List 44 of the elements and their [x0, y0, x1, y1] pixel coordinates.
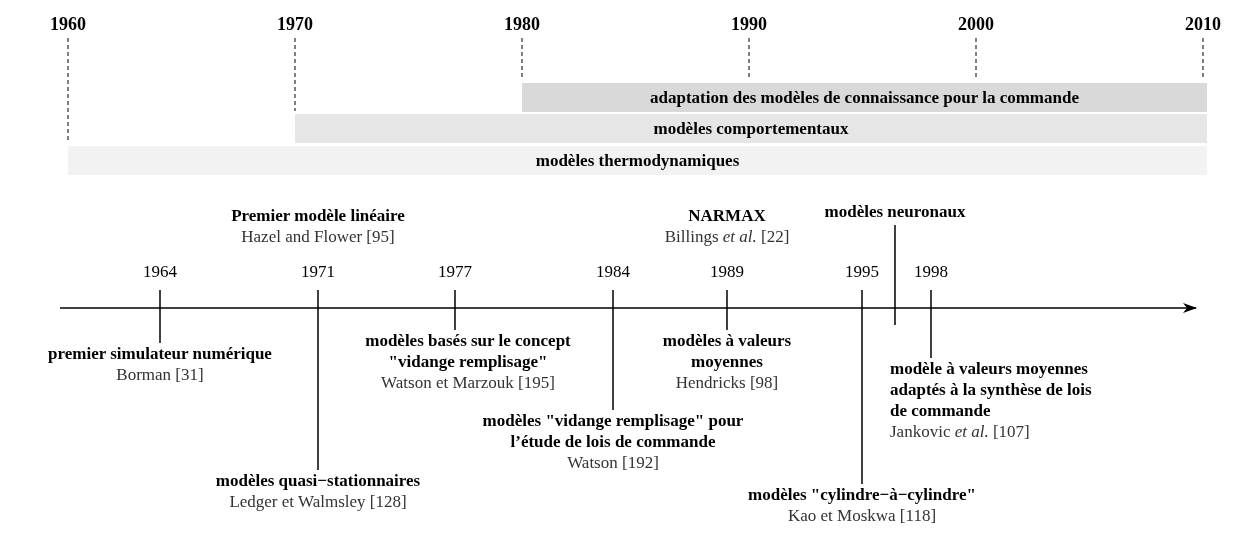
period-bar [295, 114, 1207, 143]
citation: Borman [31] [115, 364, 205, 385]
period-label: adaptation des modèles de connaissance pour la commande [650, 87, 1079, 108]
citation: Ledger et Walmsley [128] [228, 491, 408, 512]
event-title: modèle à valeurs moyennes adaptés à la synthèse de lois de commande [890, 358, 1093, 421]
year-label: 1998 [914, 262, 948, 282]
event-title: Premier modèle linéaire [230, 205, 406, 226]
citation: Kao et Moskwa [118] [786, 505, 938, 526]
citation: Hazel and Flower [95] [240, 226, 396, 247]
citation: Watson [192] [566, 452, 660, 473]
year-label: 1964 [143, 262, 177, 282]
tick-line [612, 289, 614, 411]
citation: Jankovic et al. [107] [890, 421, 1031, 442]
year-label: 1971 [301, 262, 335, 282]
event-title: modèles neuronaux [823, 201, 967, 222]
tick-line [894, 224, 896, 326]
period-bar [522, 83, 1207, 112]
year-label: 1995 [845, 262, 879, 282]
tick-line [159, 289, 161, 344]
period-label: modèles comportementaux [653, 118, 849, 139]
event-title: premier simulateur numérique [47, 343, 273, 364]
event-title: modèles "vidange remplisage" pour l’étude de lois de commande [482, 410, 744, 452]
year-label: 1980 [504, 14, 540, 34]
tick-line [930, 289, 932, 359]
event-title: modèles à valeurs moyennes [661, 330, 793, 372]
tick-line [726, 289, 728, 331]
event-title: modèles "cylindre−à−cylindre" [747, 484, 977, 505]
year-label: 1989 [710, 262, 744, 282]
tick-line [317, 289, 319, 471]
year-label: 2010 [1185, 14, 1221, 34]
year-label: 1960 [50, 14, 86, 34]
year-label: 1977 [438, 262, 472, 282]
event-title: modèles quasi−stationnaires [214, 470, 422, 491]
citation: Watson et Marzouk [195] [380, 372, 556, 393]
year-label: 1970 [277, 14, 313, 34]
tick-line [861, 289, 863, 485]
year-label: 2000 [958, 14, 994, 34]
citation: Hendricks [98] [674, 372, 780, 393]
tick-line [454, 289, 456, 331]
event-title: modèles basés sur le concept "vidange remplisage" [364, 330, 572, 372]
citation: Billings et al. [22] [663, 226, 791, 247]
year-label: 1984 [596, 262, 630, 282]
year-label: 1990 [731, 14, 767, 34]
period-label: modèles thermodynamiques [535, 150, 740, 171]
